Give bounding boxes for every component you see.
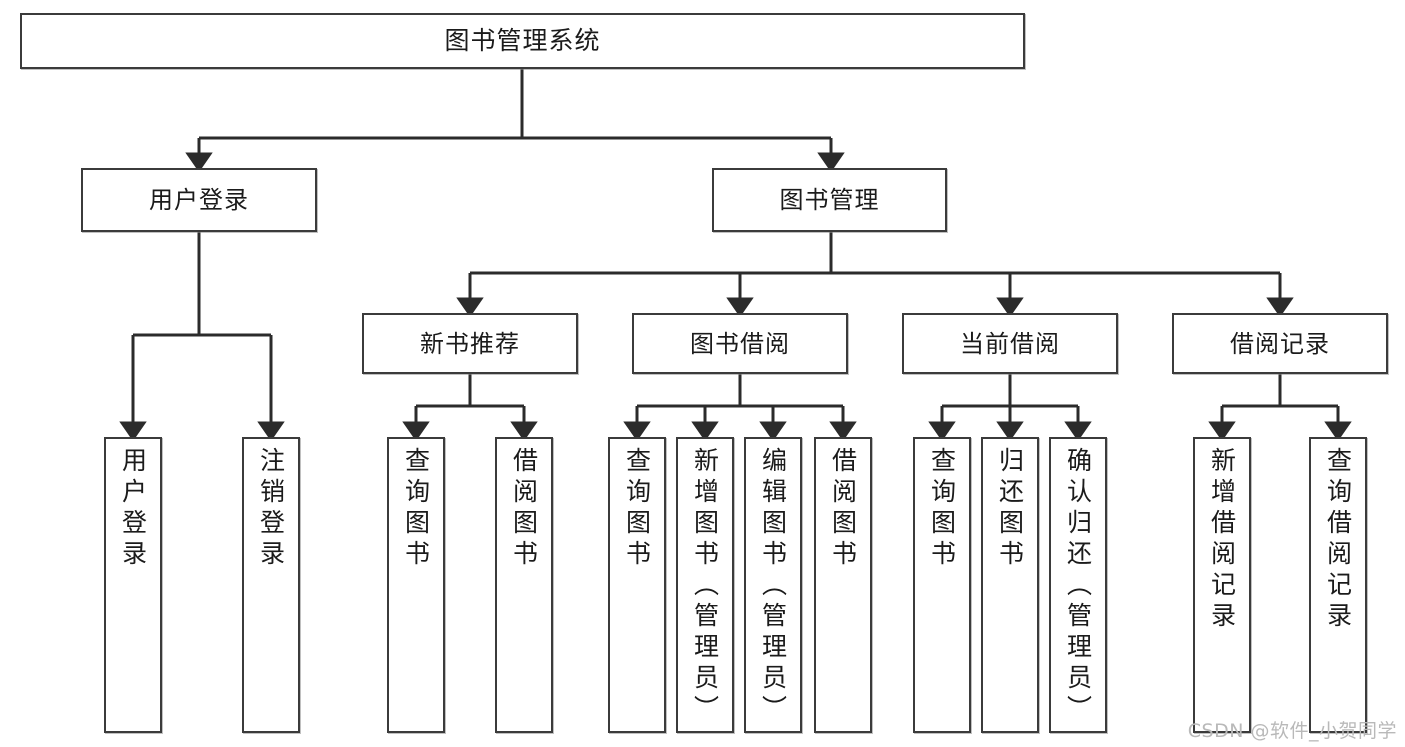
node-root-book-management-system[interactable]: 图书管理系统 [20, 13, 1025, 69]
leaf-confirm-return-admin[interactable]: 确认归还（管理员） [1049, 437, 1107, 733]
node-label: 借阅记录 [1230, 329, 1330, 358]
node-label: 查询图书 [401, 447, 431, 571]
node-borrow-record[interactable]: 借阅记录 [1172, 313, 1388, 374]
leaf-edit-book-admin[interactable]: 编辑图书（管理员） [744, 437, 802, 733]
node-user-login[interactable]: 用户登录 [81, 168, 317, 232]
leaf-borrow-book-recommend[interactable]: 借阅图书 [495, 437, 553, 733]
node-label: 确认归还（管理员） [1063, 447, 1093, 726]
node-label: 图书借阅 [690, 329, 790, 358]
node-label: 借阅图书 [509, 447, 539, 571]
node-book-management[interactable]: 图书管理 [712, 168, 947, 232]
node-label: 新增图书（管理员） [690, 447, 720, 726]
node-label: 注销登录 [256, 447, 286, 571]
node-label: 查询图书 [622, 447, 652, 571]
leaf-query-book-current[interactable]: 查询图书 [913, 437, 971, 733]
node-current-borrow[interactable]: 当前借阅 [902, 313, 1118, 374]
node-new-book-recommend[interactable]: 新书推荐 [362, 313, 578, 374]
leaf-add-borrow-record[interactable]: 新增借阅记录 [1193, 437, 1251, 733]
node-label: 用户登录 [118, 447, 148, 571]
leaf-return-book[interactable]: 归还图书 [981, 437, 1039, 733]
leaf-query-book-borrow[interactable]: 查询图书 [608, 437, 666, 733]
node-label: 查询图书 [927, 447, 957, 571]
node-label: 图书管理 [779, 186, 880, 214]
leaf-borrow-book[interactable]: 借阅图书 [814, 437, 872, 733]
node-book-borrow[interactable]: 图书借阅 [632, 313, 848, 374]
leaf-add-book-admin[interactable]: 新增图书（管理员） [676, 437, 734, 733]
node-label: 当前借阅 [960, 329, 1060, 358]
node-label: 借阅图书 [828, 447, 858, 571]
leaf-query-borrow-record[interactable]: 查询借阅记录 [1309, 437, 1367, 733]
node-label: 编辑图书（管理员） [758, 447, 788, 726]
leaf-user-login[interactable]: 用户登录 [104, 437, 162, 733]
leaf-logout[interactable]: 注销登录 [242, 437, 300, 733]
leaf-query-book-recommend[interactable]: 查询图书 [387, 437, 445, 733]
node-label: 用户登录 [149, 186, 249, 214]
watermark-text: CSDN @软件_小贺同学 [1187, 720, 1397, 742]
node-label: 新增借阅记录 [1207, 447, 1237, 633]
node-label: 图书管理系统 [444, 26, 601, 56]
node-label: 归还图书 [995, 447, 1025, 571]
node-label: 查询借阅记录 [1323, 447, 1353, 633]
node-label: 新书推荐 [420, 329, 520, 358]
